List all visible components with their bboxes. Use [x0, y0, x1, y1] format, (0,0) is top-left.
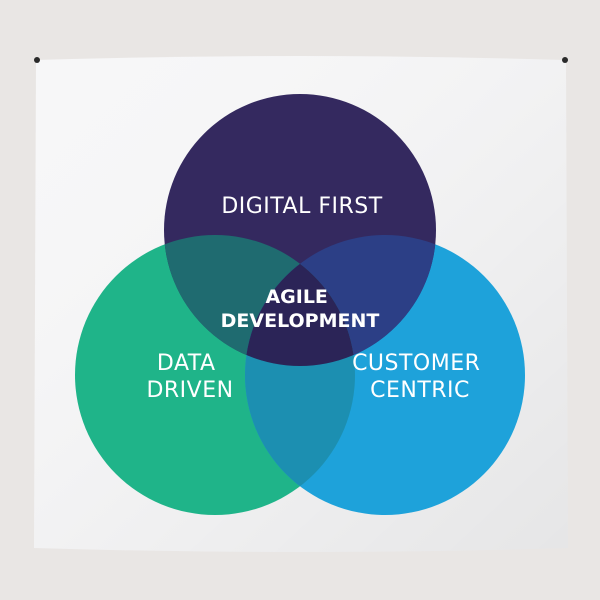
- pin-left-icon: [34, 57, 40, 63]
- pin-right-icon: [562, 57, 568, 63]
- label-customer-centric: CUSTOMER CENTRIC: [352, 351, 488, 403]
- label-agile-development: AGILE DEVELOPMENT: [221, 286, 380, 332]
- label-data-driven: DATA DRIVEN: [146, 351, 233, 403]
- label-digital-first: DIGITAL FIRST: [221, 194, 382, 219]
- venn-center-region: [245, 235, 355, 366]
